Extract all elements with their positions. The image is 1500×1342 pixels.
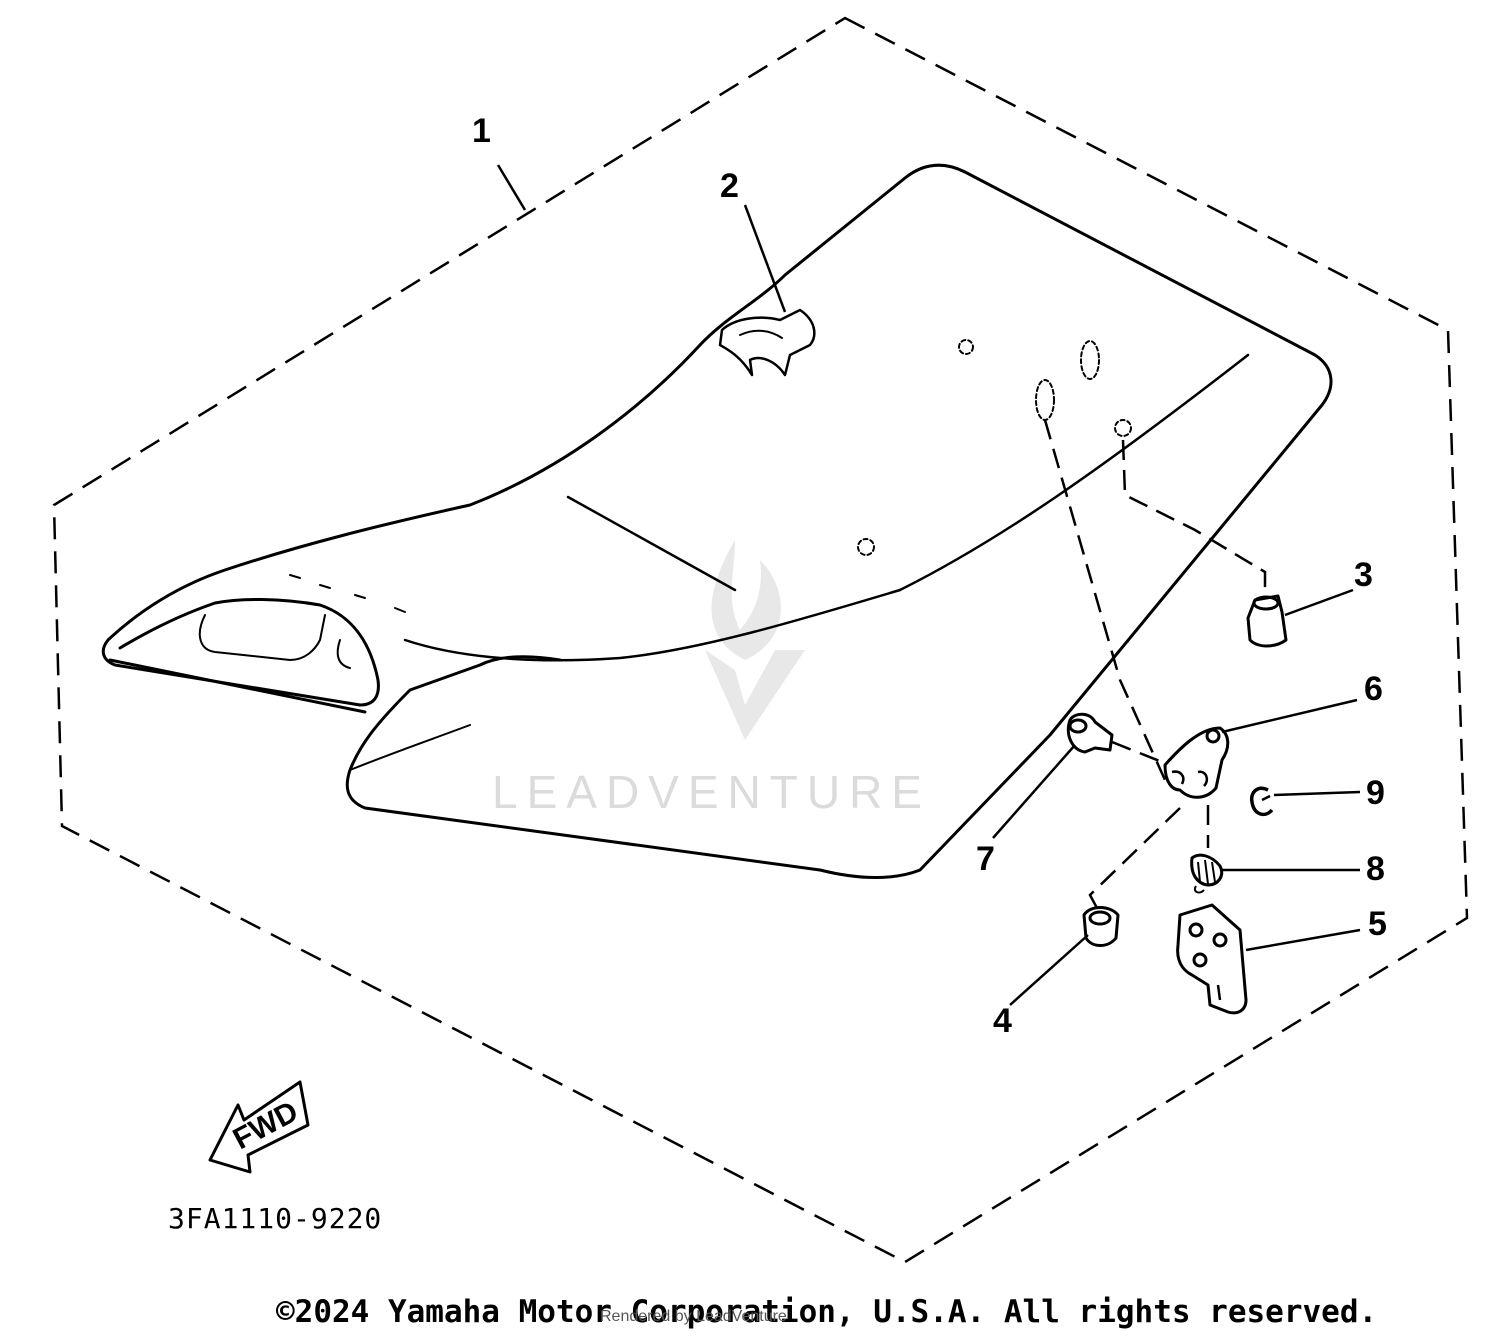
callout-7: 7 — [976, 840, 995, 878]
copyright-notice: ©2024 Yamaha Motor Corporation, U.S.A. A… — [276, 1294, 1378, 1330]
leadventure-watermark: LEADVENTURE — [492, 540, 931, 818]
callout-1: 1 — [472, 112, 491, 150]
callout-3: 3 — [1354, 556, 1373, 594]
leader-lines — [496, 164, 1361, 1006]
fwd-arrow-icon: FWD — [208, 1080, 310, 1174]
callout-2: 2 — [720, 167, 739, 205]
watermark-text: LEADVENTURE — [492, 766, 931, 818]
rendered-by-text: Rendered by LeadVenture — [600, 1308, 787, 1325]
diagram-code: 3FA1110-9220 — [168, 1202, 382, 1235]
callout-5: 5 — [1368, 905, 1387, 943]
small-parts — [1066, 594, 1288, 1015]
callout-9: 9 — [1366, 774, 1385, 812]
kit-boundary — [52, 16, 1469, 1264]
seat-assembly — [101, 163, 1333, 879]
callout-6: 6 — [1364, 670, 1383, 708]
callout-8: 8 — [1366, 850, 1385, 888]
assembly-lines — [1043, 419, 1267, 911]
callout-4: 4 — [993, 1002, 1012, 1040]
